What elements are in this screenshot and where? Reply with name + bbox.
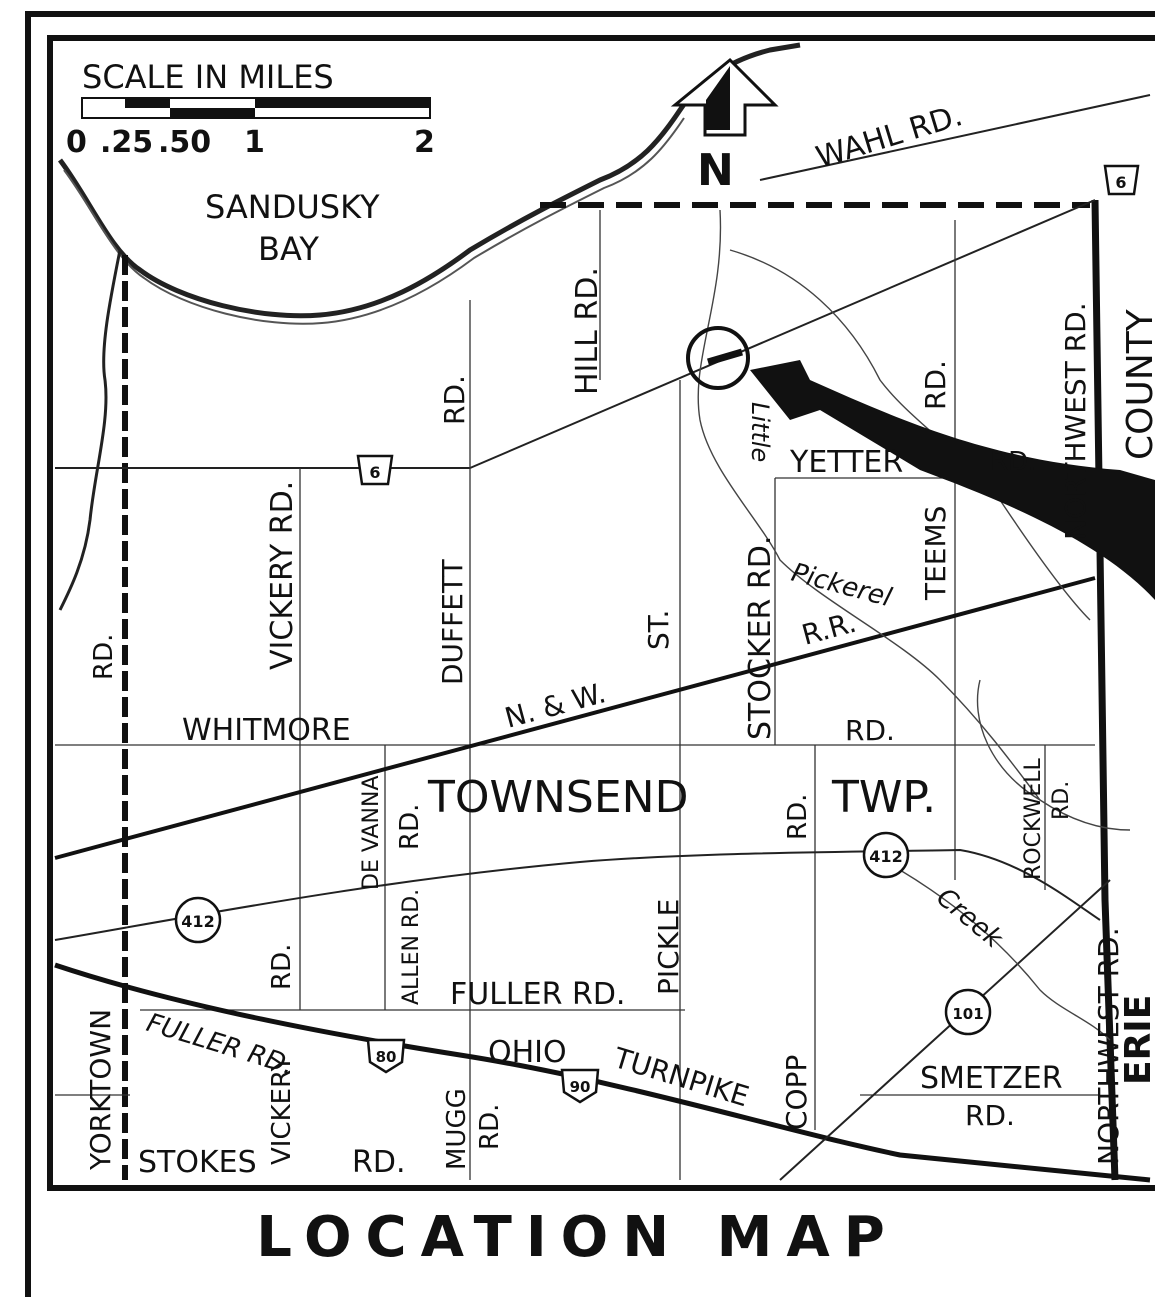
label-northwest-road-bottom: NORTHWEST RD. bbox=[1092, 927, 1125, 1165]
label-whitmore-road: RD. bbox=[845, 714, 895, 747]
scale-tick: 2 bbox=[414, 125, 435, 160]
map-title: LOCATION MAP bbox=[256, 1205, 899, 1270]
label-pickle: PICKLE bbox=[652, 899, 685, 995]
sr412-road bbox=[54, 848, 1101, 941]
county-line-east bbox=[1091, 199, 1119, 1181]
label-road-west: RD. bbox=[89, 634, 119, 680]
label-duffett: DUFFETT bbox=[436, 558, 469, 685]
north-label: N bbox=[697, 145, 734, 196]
label-mugg: MUGG bbox=[442, 1088, 472, 1170]
svg-text:80: 80 bbox=[376, 1048, 397, 1066]
bay-shoreline bbox=[57, 42, 801, 319]
label-rockwell-road: RD. bbox=[1049, 781, 1074, 820]
label-yorktown: YORKTOWN bbox=[84, 1009, 117, 1171]
sr412-shield-east: 412 bbox=[862, 831, 910, 879]
scale-label: SCALE IN MILES bbox=[82, 58, 334, 96]
label-stocker-road: STOCKER RD. bbox=[743, 536, 778, 740]
label-wahl-road: WAHL RD. bbox=[812, 98, 966, 176]
site-marker-bar bbox=[707, 348, 743, 366]
scale-bar-segment bbox=[125, 98, 170, 108]
svg-text:412: 412 bbox=[869, 847, 902, 866]
west-shoreline bbox=[58, 249, 122, 611]
sr101-shield: 101 bbox=[944, 988, 992, 1036]
scale-tick: 1 bbox=[244, 125, 265, 160]
label-whitmore: WHITMORE bbox=[182, 713, 351, 748]
label-devanna: DE VANNA bbox=[359, 776, 384, 891]
label-smetzer-road: RD. bbox=[965, 1099, 1015, 1132]
label-erie: ERIE bbox=[1118, 995, 1155, 1085]
ohio-turnpike bbox=[54, 962, 1151, 1183]
creek bbox=[899, 869, 1111, 1041]
label-devanna-road: RD. bbox=[395, 804, 425, 850]
us6-shield: 6 bbox=[356, 454, 394, 486]
sr412-shield: 412 bbox=[174, 896, 222, 944]
us6-road bbox=[469, 199, 1096, 469]
scale-tick: .25 bbox=[100, 125, 153, 160]
label-mugg-road: RD. bbox=[475, 1104, 505, 1150]
outer-frame bbox=[25, 11, 1155, 1297]
us6-shield-east: 6 bbox=[1103, 164, 1140, 196]
scale-bar-segment bbox=[255, 98, 430, 108]
label-yetter: YETTER bbox=[789, 445, 903, 480]
sr101-road bbox=[779, 879, 1111, 1181]
creek bbox=[729, 249, 1091, 621]
label-twp: TWP. bbox=[831, 772, 936, 823]
svg-text:90: 90 bbox=[570, 1078, 591, 1096]
site-marker bbox=[686, 326, 750, 390]
svg-text:6: 6 bbox=[369, 463, 380, 482]
label-teems: TEEMS bbox=[919, 506, 952, 601]
label-teems-road: RD. bbox=[919, 360, 952, 410]
label-copp: COPP bbox=[780, 1055, 813, 1130]
scale-tick: .50 bbox=[158, 125, 211, 160]
label-road-vickery-south: RD. bbox=[267, 944, 297, 990]
svg-text:6: 6 bbox=[1115, 173, 1126, 192]
creek bbox=[697, 209, 1041, 801]
label-stokes-road: RD. bbox=[352, 1145, 405, 1180]
label-vickery-road: VICKERY RD. bbox=[265, 481, 300, 670]
svg-text:101: 101 bbox=[952, 1005, 983, 1023]
label-rockwell: ROCKWELL bbox=[1021, 757, 1046, 880]
bay-label-line2: BAY bbox=[258, 230, 319, 268]
i80-shield: 80 bbox=[366, 1038, 406, 1074]
label-stokes: STOKES bbox=[138, 1145, 257, 1180]
label-little: Little bbox=[746, 402, 774, 462]
location-arrow bbox=[750, 360, 1155, 600]
map-frame bbox=[47, 35, 1155, 1191]
bay-shoreline-inner bbox=[63, 117, 685, 325]
label-yetter-road: RD. bbox=[990, 447, 1036, 477]
label-nw-railroad: N. & W. bbox=[501, 676, 609, 734]
scale-bar-segment bbox=[170, 108, 255, 118]
svg-text:412: 412 bbox=[181, 912, 214, 931]
label-creek: Creek bbox=[931, 882, 1009, 954]
label-hill-road: HILL RD. bbox=[570, 267, 605, 395]
label-pickerel: Pickerel bbox=[788, 558, 895, 614]
label-fuller-road: FULLER RD. bbox=[450, 977, 625, 1012]
wahl-road bbox=[759, 94, 1151, 181]
label-smetzer: SMETZER bbox=[920, 1061, 1063, 1096]
bay-label-line1: SANDUSKY bbox=[205, 188, 380, 226]
label-st: ST. bbox=[642, 610, 675, 650]
north-arrow-shade bbox=[706, 66, 730, 130]
nw-railroad bbox=[54, 576, 1096, 860]
label-road-twp: RD. bbox=[783, 794, 813, 840]
label-county: COUNTY bbox=[1120, 308, 1155, 460]
label-road: RD. bbox=[438, 375, 471, 425]
label-vickery-south: VICKERY bbox=[267, 1056, 297, 1165]
creek bbox=[976, 679, 1131, 831]
label-townsend: TOWNSEND bbox=[427, 772, 688, 823]
i90-shield: 90 bbox=[560, 1068, 600, 1104]
label-ohio: OHIO bbox=[488, 1035, 567, 1070]
label-allen-road: ALLEN RD. bbox=[399, 889, 424, 1005]
label-northwest-road-top: NORTHWEST RD. bbox=[1059, 302, 1092, 540]
scale-tick: 0 bbox=[66, 125, 87, 160]
